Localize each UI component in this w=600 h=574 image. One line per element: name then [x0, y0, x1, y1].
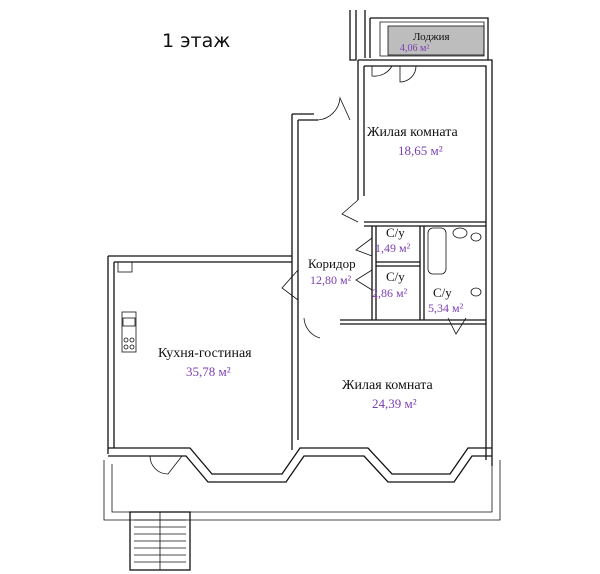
- burner-icon-3: [123, 344, 129, 350]
- walls-corridor: [281, 96, 351, 450]
- bedroom2-door: [303, 317, 321, 339]
- stove-icon: [121, 311, 137, 353]
- terrace-railing: [111, 464, 493, 513]
- south-facade: [103, 447, 501, 521]
- bathroom2-name: С/у: [386, 269, 405, 284]
- bedroom2-name: Жилая комната: [342, 378, 433, 393]
- loggia-side-wall: [349, 10, 357, 61]
- floor-label: 1 этаж: [162, 30, 230, 52]
- terrace: [103, 460, 501, 521]
- loggia-outer-wall: [370, 17, 489, 60]
- bathroom3-area: 5,34 м²: [428, 301, 464, 315]
- corridor-name: Коридор: [308, 256, 356, 271]
- toilet-icon-2: [470, 287, 482, 297]
- kitchen-column: [117, 261, 133, 273]
- loggia-wall: [364, 10, 371, 58]
- walls-kitchen: [107, 255, 292, 454]
- bedroom2-north-wall: [340, 319, 486, 325]
- bedroom2-area: 24,39 м²: [372, 396, 417, 411]
- loggia-area: 4,06 м²: [400, 43, 429, 54]
- walls-upper: [341, 59, 493, 330]
- bedroom1-outer-wall: [358, 59, 493, 330]
- bedroom1-west-wall: [357, 60, 365, 200]
- loggia-name: Лоджия: [413, 31, 450, 43]
- bedroom1-area: 18,65 м²: [398, 143, 443, 158]
- corridor-north-wall: [292, 113, 318, 121]
- bathroom-partition: [371, 226, 377, 320]
- burner-icon: [123, 337, 129, 343]
- kitchen-north-wall: [108, 255, 292, 263]
- bathroom3-wall: [419, 226, 425, 320]
- bedroom2-east-wall: [485, 318, 493, 466]
- bedroom1-door: [341, 199, 359, 223]
- loggia-door-2: [399, 65, 417, 83]
- bathroom1-door: [355, 237, 373, 257]
- burner-icon-4: [129, 344, 135, 350]
- kitchen-area: 35,78 м²: [186, 364, 231, 379]
- loggia-fill: [387, 25, 485, 56]
- walls-lower-bedroom: [340, 318, 493, 466]
- corridor-west-wall: [291, 114, 299, 450]
- stairs: [129, 511, 191, 571]
- toilet-icon: [470, 232, 482, 242]
- entrance-door: [317, 96, 351, 121]
- loggia-door: [371, 65, 393, 77]
- bathroom-divider: [376, 261, 420, 267]
- kitchen-west-wall: [107, 256, 115, 454]
- bathroom3-door: [447, 317, 467, 335]
- sink-icon: [452, 227, 468, 239]
- bathroom1-name: С/у: [386, 225, 405, 240]
- kitchen-name: Кухня-гостиная: [158, 346, 252, 361]
- corridor-area: 12,80 м²: [310, 273, 352, 287]
- terrace-door: [149, 455, 183, 475]
- bedroom1-name: Жилая комната: [367, 125, 458, 140]
- walls-bathrooms: [355, 226, 482, 335]
- bathroom2-door: [355, 269, 373, 291]
- facade-wall-inner: [108, 455, 492, 483]
- facade-wall: [108, 447, 492, 475]
- bathroom3-name: С/у: [433, 285, 452, 300]
- kitchen-sink-icon: [122, 317, 136, 327]
- loggia: Лоджия 4,06 м²: [349, 10, 489, 61]
- bedroom1-south-wall: [364, 221, 486, 227]
- kitchen-door: [281, 269, 299, 301]
- bathroom2-area: 2,86 м²: [372, 286, 408, 300]
- bathtub-icon: [427, 227, 447, 275]
- bathroom1-area: 1,49 м²: [375, 241, 411, 255]
- burner-icon-2: [129, 337, 135, 343]
- loggia-railing: [379, 21, 485, 57]
